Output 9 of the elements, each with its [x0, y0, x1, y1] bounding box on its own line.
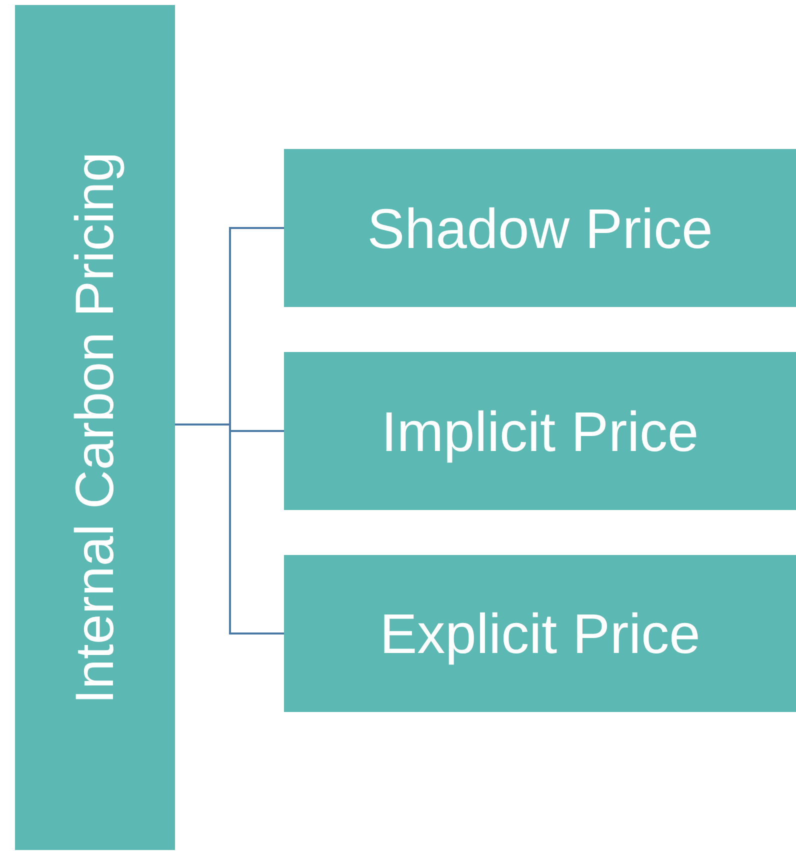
category-box — [284, 555, 796, 712]
category-label: Shadow Price — [367, 196, 713, 260]
category-box — [284, 352, 796, 510]
connector-line — [175, 424, 284, 634]
category-title: Internal Carbon Pricing — [64, 151, 126, 704]
category-box — [284, 149, 796, 307]
category-bar — [15, 5, 175, 850]
category-label: Implicit Price — [381, 398, 699, 464]
category-label: Explicit Price — [380, 601, 700, 666]
